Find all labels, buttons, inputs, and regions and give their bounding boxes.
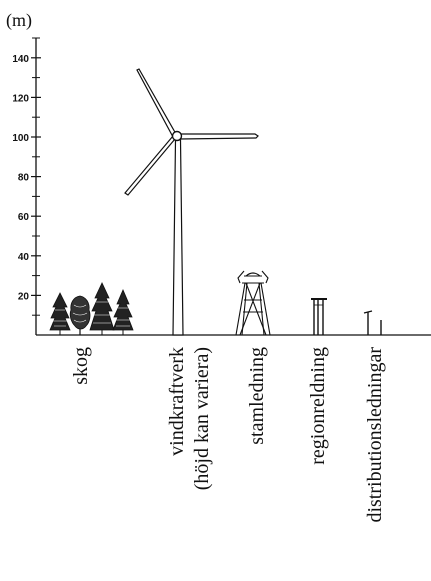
y-axis-ticks bbox=[31, 37, 41, 316]
y-tick-label: 80 bbox=[18, 173, 30, 184]
label-distributionsledningar: distributionsledningar bbox=[364, 347, 386, 523]
label-stamledning: stamledning bbox=[246, 347, 268, 445]
transmission-pylon-illustration bbox=[235, 270, 271, 336]
distribution-poles-illustration bbox=[363, 310, 382, 335]
unit-label: (m) bbox=[6, 10, 32, 31]
y-tick-label: 120 bbox=[12, 93, 29, 104]
forest-illustration bbox=[49, 282, 134, 335]
y-tick-label: 100 bbox=[12, 133, 29, 144]
conifer-tree bbox=[49, 292, 71, 335]
y-tick-label: 140 bbox=[12, 54, 29, 65]
wind-turbine-blade bbox=[124, 135, 176, 196]
conifer-tree bbox=[112, 288, 134, 335]
wind-turbine-blade bbox=[136, 68, 177, 138]
deciduous-tree bbox=[69, 295, 91, 335]
regional-line-pole-illustration bbox=[311, 298, 327, 335]
y-tick-label: 40 bbox=[18, 252, 30, 263]
y-axis-tick-labels: 20 40 60 80 100 120 140 bbox=[12, 54, 29, 303]
wind-turbine-tower bbox=[172, 139, 184, 336]
label-vindkraftverk-note: (höjd kan variera) bbox=[191, 347, 213, 490]
wind-turbine-illustration bbox=[124, 68, 259, 336]
y-tick-label: 60 bbox=[18, 212, 30, 223]
conifer-tree bbox=[89, 282, 115, 335]
y-tick-label: 20 bbox=[18, 291, 30, 302]
label-skog: skog bbox=[70, 347, 92, 385]
label-vindkraftverk: vindkraftverk bbox=[166, 347, 188, 456]
wind-turbine-blade bbox=[179, 133, 259, 140]
label-regionreldning: regionreldning bbox=[307, 347, 329, 465]
wind-turbine-hub bbox=[171, 130, 183, 142]
category-labels: skog vindkraftverk (höjd kan variera) st… bbox=[70, 347, 386, 523]
